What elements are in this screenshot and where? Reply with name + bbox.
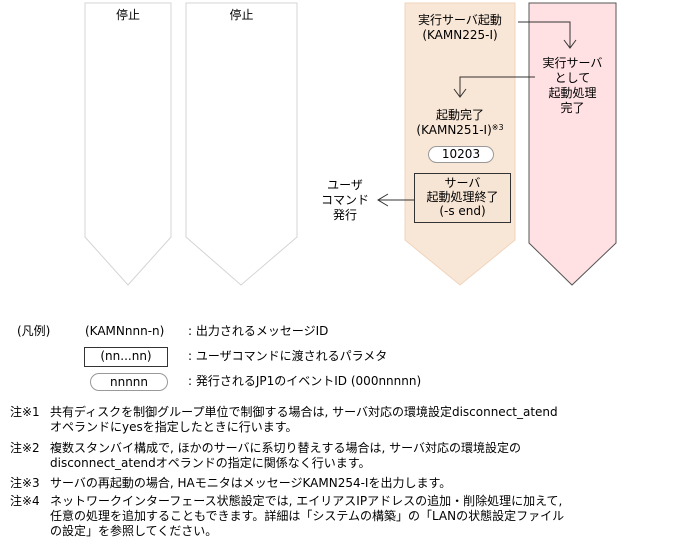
legend-desc-parameter: : ユーザコマンドに渡されるパラメタ bbox=[188, 349, 388, 363]
param-line-2: 起動処理終了 bbox=[426, 190, 499, 204]
user-command-line-2: コマンド bbox=[320, 193, 369, 207]
note-3-key: 注※3 bbox=[10, 476, 40, 490]
legend-symbol-message-id: (KAMNnnn-n) bbox=[85, 324, 165, 338]
column-4-shape bbox=[528, 2, 617, 286]
col4-line-3: 起動処理 bbox=[548, 86, 597, 100]
start-server-label: 実行サーバ起動 bbox=[418, 13, 502, 27]
note-2: 注※2 複数スタンバイ構成で, ほかのサーバに系切り替えする場合は, サーバ対応の… bbox=[10, 441, 521, 471]
legend-desc-event-id: : 発行されるJP1のイベントID (000nnnnn) bbox=[188, 374, 422, 388]
note-3: 注※3 サーバの再起動の場合, HAモニタはメッセージKAMN254-Iを出力しま… bbox=[10, 476, 451, 491]
note-3-line-1: サーバの再起動の場合, HAモニタはメッセージKAMN254-Iを出力します。 bbox=[50, 476, 452, 490]
legend-title: (凡例) bbox=[17, 324, 51, 338]
start-complete-label: 起動完了 bbox=[435, 108, 484, 122]
user-command-parameter-box: サーバ 起動処理終了 (-s end) bbox=[414, 173, 511, 223]
note-4-line-3: の設定」を参照してください。 bbox=[50, 524, 218, 538]
param-line-1: サーバ bbox=[444, 176, 481, 190]
note-2-key: 注※2 bbox=[10, 441, 40, 455]
note-4-key: 注※4 bbox=[10, 494, 40, 508]
user-command-line-1: ユーザ bbox=[327, 178, 363, 192]
legend-symbol-parameter: (nn...nn) bbox=[84, 347, 168, 367]
column-1-status: 停止 bbox=[115, 8, 140, 22]
note-2-line-2: disconnect_atendオペランドの指定に関係なく行います。 bbox=[50, 456, 371, 470]
column-3-shape bbox=[404, 2, 516, 286]
param-line-3: (-s end) bbox=[439, 204, 486, 218]
col4-line-4: 完了 bbox=[560, 101, 585, 115]
arrowhead-down-icon bbox=[563, 39, 577, 49]
arrowhead-left-icon bbox=[377, 193, 389, 207]
note-1-key: 注※1 bbox=[10, 405, 40, 419]
note-1-line-2: オペランドにyesを指定したときに行います。 bbox=[50, 420, 298, 434]
legend-symbol-event-id: nnnnn bbox=[90, 373, 168, 391]
column-2-shape bbox=[185, 2, 298, 286]
note-4-line-1: ネットワークインターフェース状態設定では, エイリアスIPアドレスの追加・削除処… bbox=[50, 494, 563, 508]
message-id-text: (KAMN251-I) bbox=[416, 123, 492, 137]
arrowhead-down-icon bbox=[453, 88, 467, 98]
event-id-badge: 10203 bbox=[428, 146, 494, 163]
note-4-line-2: 任意の処理を追加することもできます。詳細は「システムの構築」の「LANの状態設定… bbox=[50, 509, 565, 523]
start-server-message-id: (KAMN225-I) bbox=[422, 28, 498, 42]
note-1: 注※1 共有ディスクを制御グループ単位で制御する場合は, サーバ対応の環境設定di… bbox=[10, 405, 558, 435]
note-4: 注※4 ネットワークインターフェース状態設定では, エイリアスIPアドレスの追加・… bbox=[10, 494, 564, 539]
note-1-line-1: 共有ディスクを制御グループ単位で制御する場合は, サーバ対応の環境設定disco… bbox=[50, 405, 558, 419]
arrow-start-to-col4 bbox=[518, 21, 571, 48]
col4-line-1: 実行サーバ bbox=[542, 56, 603, 70]
column-1-shape bbox=[84, 2, 172, 286]
flow-diagram bbox=[84, 2, 617, 286]
col4-line-2: として bbox=[554, 71, 591, 85]
legend-desc-message-id: : 出力されるメッセージID bbox=[188, 324, 329, 338]
note-2-line-1: 複数スタンバイ構成で, ほかのサーバに系切り替えする場合は, サーバ対応の環境設… bbox=[50, 441, 522, 455]
note-ref: ※3 bbox=[491, 123, 504, 132]
start-complete-message-id: (KAMN251-I)※3 bbox=[405, 123, 515, 137]
arrow-col4-to-done bbox=[459, 76, 535, 97]
user-command-line-3: 発行 bbox=[332, 208, 357, 222]
column-2-status: 停止 bbox=[229, 8, 254, 22]
